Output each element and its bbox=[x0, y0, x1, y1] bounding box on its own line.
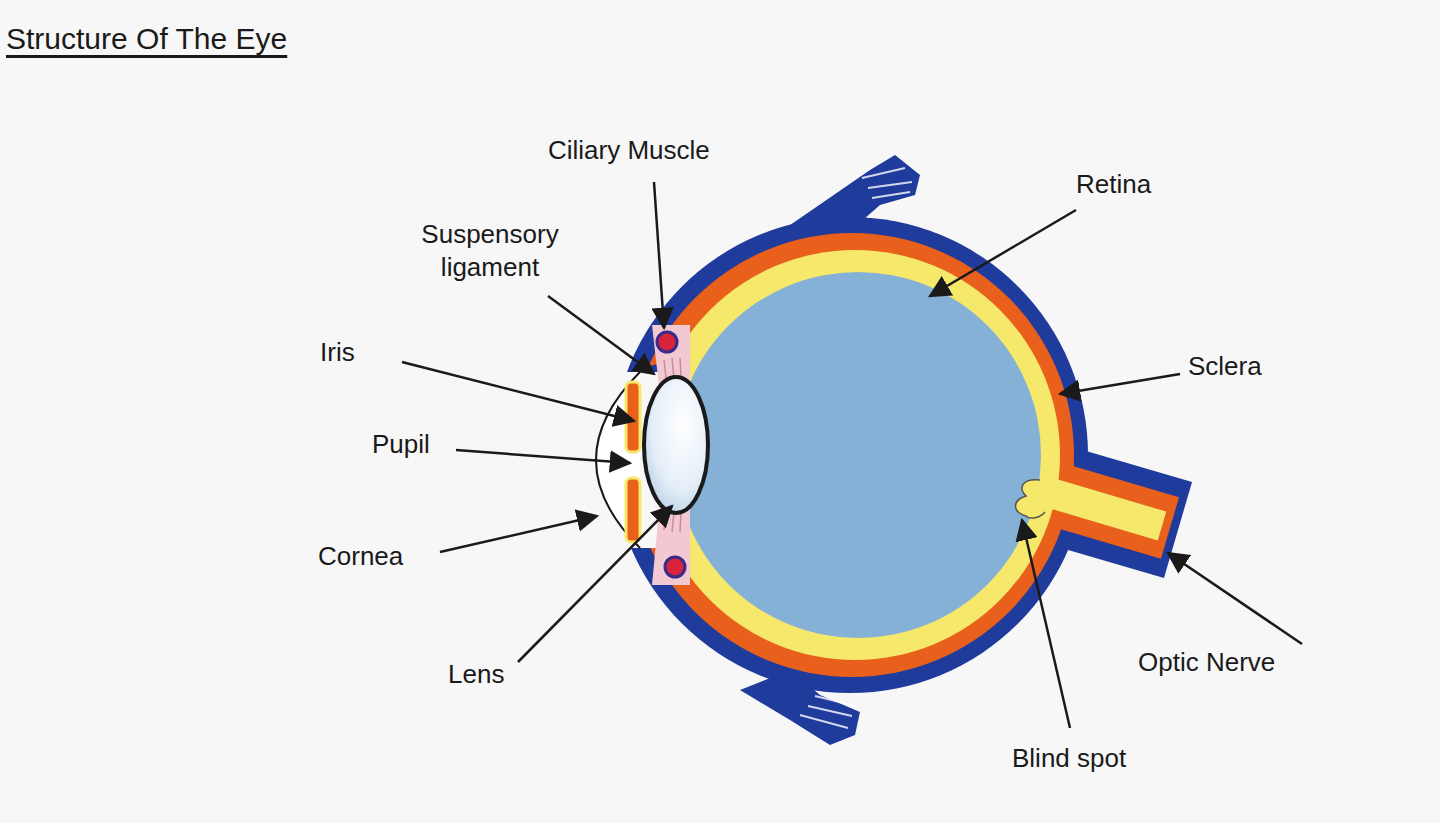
part-label: Pupil bbox=[372, 428, 430, 461]
blind-spot bbox=[1016, 480, 1046, 518]
diagram-title: Structure Of The Eye bbox=[6, 22, 287, 56]
part-label: Iris bbox=[320, 336, 355, 369]
lens-shape bbox=[644, 377, 708, 513]
sclera-layer bbox=[612, 217, 1088, 693]
part-label: Ciliary Muscle bbox=[548, 134, 710, 167]
part-label: Blind spot bbox=[1012, 742, 1126, 775]
part-label: Optic Nerve bbox=[1138, 646, 1275, 679]
ciliary-muscle bbox=[665, 557, 685, 577]
iris-shape bbox=[626, 478, 640, 542]
retina-layer bbox=[650, 250, 1060, 660]
part-label: Suspensory ligament bbox=[400, 218, 580, 283]
part-label: Retina bbox=[1076, 168, 1151, 201]
vitreous-humour bbox=[675, 272, 1041, 638]
choroid-layer bbox=[630, 233, 1074, 677]
part-label: Lens bbox=[448, 658, 504, 691]
part-label: Sclera bbox=[1188, 350, 1262, 383]
iris-shape bbox=[626, 382, 640, 452]
part-label: Cornea bbox=[318, 540, 403, 573]
ciliary-muscle bbox=[657, 332, 677, 352]
